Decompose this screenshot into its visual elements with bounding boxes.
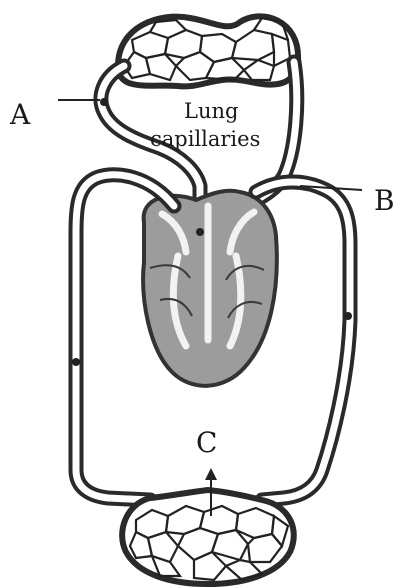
heart <box>143 191 277 386</box>
lung-capillary-bed <box>118 16 298 86</box>
label-a: A <box>9 98 31 131</box>
label-c: C <box>196 426 217 459</box>
label-b: B <box>374 184 395 217</box>
pointer-c-arrowhead <box>205 468 217 480</box>
lung-label-line2: capillaries <box>150 127 260 151</box>
label-a-group: A <box>9 98 100 131</box>
lung-capillaries-label: Lung capillaries <box>150 99 260 151</box>
lung-label-line1: Lung <box>184 99 238 123</box>
body-capillary-bed <box>122 490 294 584</box>
